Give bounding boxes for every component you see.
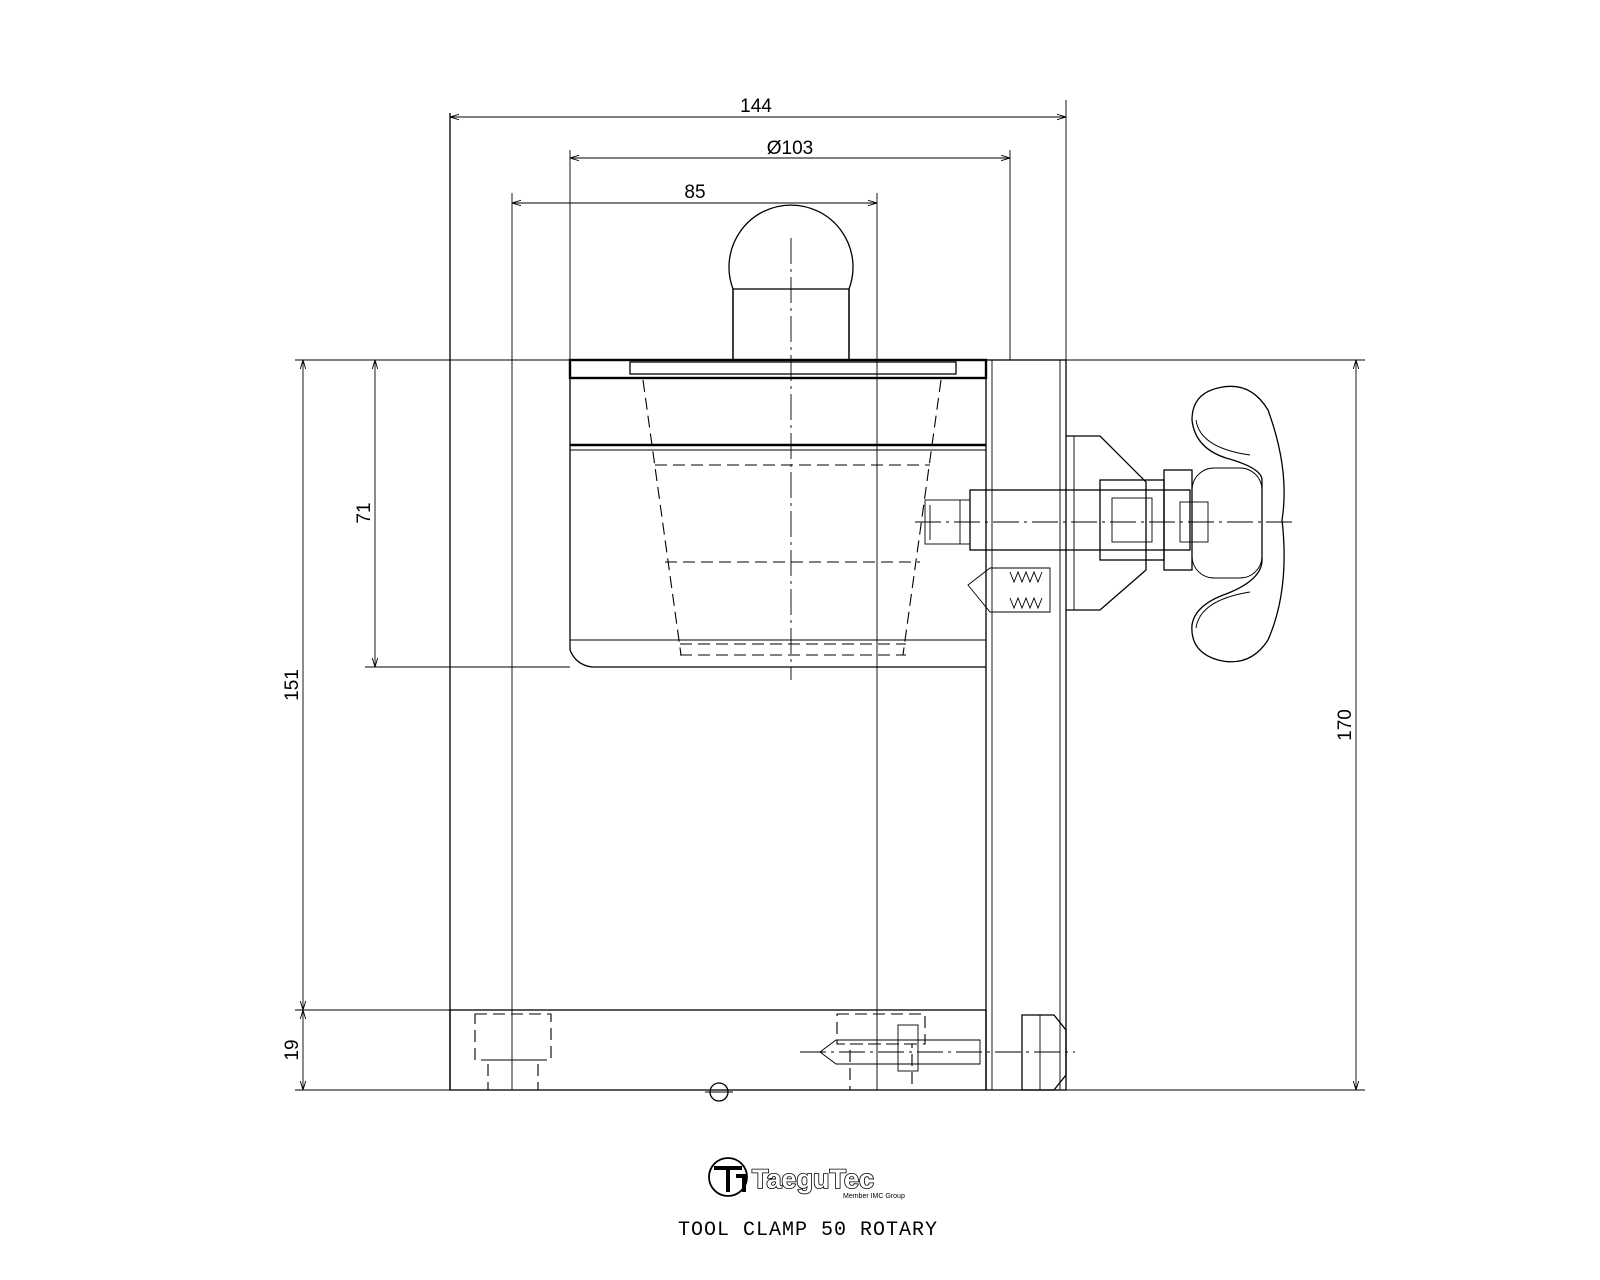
drawing-title: TOOL CLAMP 50 ROTARY <box>678 1219 938 1242</box>
dim-height-total: 170 <box>1335 709 1356 741</box>
dim-diameter: Ø103 <box>767 138 813 159</box>
base-plate <box>449 1009 987 1091</box>
dim-height-body: 151 <box>282 669 303 701</box>
logo-mark-icon <box>708 1157 748 1197</box>
clamp-screw <box>915 385 1295 663</box>
dim-width-inner: 85 <box>684 182 705 203</box>
clamp-head <box>568 204 988 680</box>
logo-tagline: Member IMC Group <box>843 1193 905 1200</box>
dim-width-overall: 144 <box>740 96 772 117</box>
base-bolts <box>474 1013 1075 1102</box>
frame <box>449 113 1067 1091</box>
dim-height-clamp: 71 <box>354 502 375 523</box>
logo-text: TaeguTec <box>752 1164 874 1194</box>
logo: TaeguTec Member IMC Group <box>708 1157 905 1200</box>
dim-height-base: 19 <box>282 1039 303 1060</box>
dimensions: 144 Ø103 85 71 151 19 170 <box>282 96 1365 1091</box>
right-column <box>985 359 1067 1091</box>
